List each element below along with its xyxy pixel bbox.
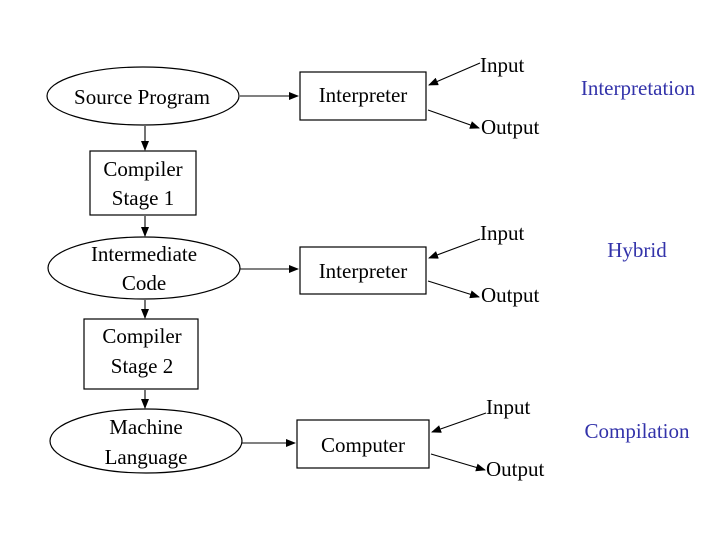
arrow-output-top bbox=[427, 109, 480, 129]
machine-language-line-1: Machine bbox=[109, 415, 182, 439]
computer-label: Computer bbox=[321, 433, 405, 457]
interpreter-mid-label: Interpreter bbox=[319, 259, 408, 283]
machine-language-node: Machine Language bbox=[49, 408, 243, 474]
compiler-stage-1-node: Compiler Stage 1 bbox=[89, 150, 197, 216]
arrow-output-mid bbox=[427, 280, 480, 299]
interpreter-top-label: Interpreter bbox=[319, 83, 408, 107]
source-program-ellipse bbox=[46, 66, 240, 126]
arrow-input-top bbox=[428, 62, 481, 86]
source-program-node: Source Program bbox=[46, 66, 240, 126]
computer-node: Computer bbox=[296, 419, 430, 469]
category-compilation: Compilation bbox=[585, 419, 691, 443]
intermediate-code-ellipse bbox=[47, 236, 241, 300]
compiler-stage-2-line-2: Stage 2 bbox=[111, 354, 173, 378]
compiler-stage-1-line-1: Compiler bbox=[103, 157, 182, 181]
source-program-label: Source Program bbox=[74, 85, 210, 109]
intermediate-code-node: Intermediate Code bbox=[47, 236, 241, 300]
category-hybrid: Hybrid bbox=[607, 238, 667, 262]
compiler-stage-2-line-1: Compiler bbox=[102, 324, 181, 348]
interpreter-mid-node: Interpreter bbox=[299, 246, 427, 295]
intermediate-code-line-1: Intermediate bbox=[91, 242, 197, 266]
machine-language-line-2: Language bbox=[105, 445, 188, 469]
input-label-top: Input bbox=[480, 53, 524, 77]
input-label-mid: Input bbox=[480, 221, 524, 245]
machine-language-ellipse bbox=[49, 408, 243, 474]
interpreter-mid-box bbox=[299, 246, 427, 295]
interpreter-top-node: Interpreter bbox=[299, 71, 427, 121]
interpreter-top-box bbox=[299, 71, 427, 121]
compiler-stage-2-box bbox=[83, 318, 199, 390]
computer-box bbox=[296, 419, 430, 469]
compiler-stage-1-box bbox=[89, 150, 197, 216]
category-interpretation: Interpretation bbox=[581, 76, 696, 100]
input-label-bottom: Input bbox=[486, 395, 530, 419]
arrow-input-mid bbox=[428, 238, 481, 259]
arrow-output-bottom bbox=[430, 453, 486, 472]
arrow-input-bottom bbox=[431, 412, 487, 433]
intermediate-code-line-2: Code bbox=[122, 271, 166, 295]
compiler-stage-2-node: Compiler Stage 2 bbox=[83, 318, 199, 390]
output-label-top: Output bbox=[481, 115, 540, 139]
output-label-mid: Output bbox=[481, 283, 540, 307]
compiler-stage-1-line-2: Stage 1 bbox=[112, 186, 174, 210]
output-label-bottom: Output bbox=[486, 457, 545, 481]
